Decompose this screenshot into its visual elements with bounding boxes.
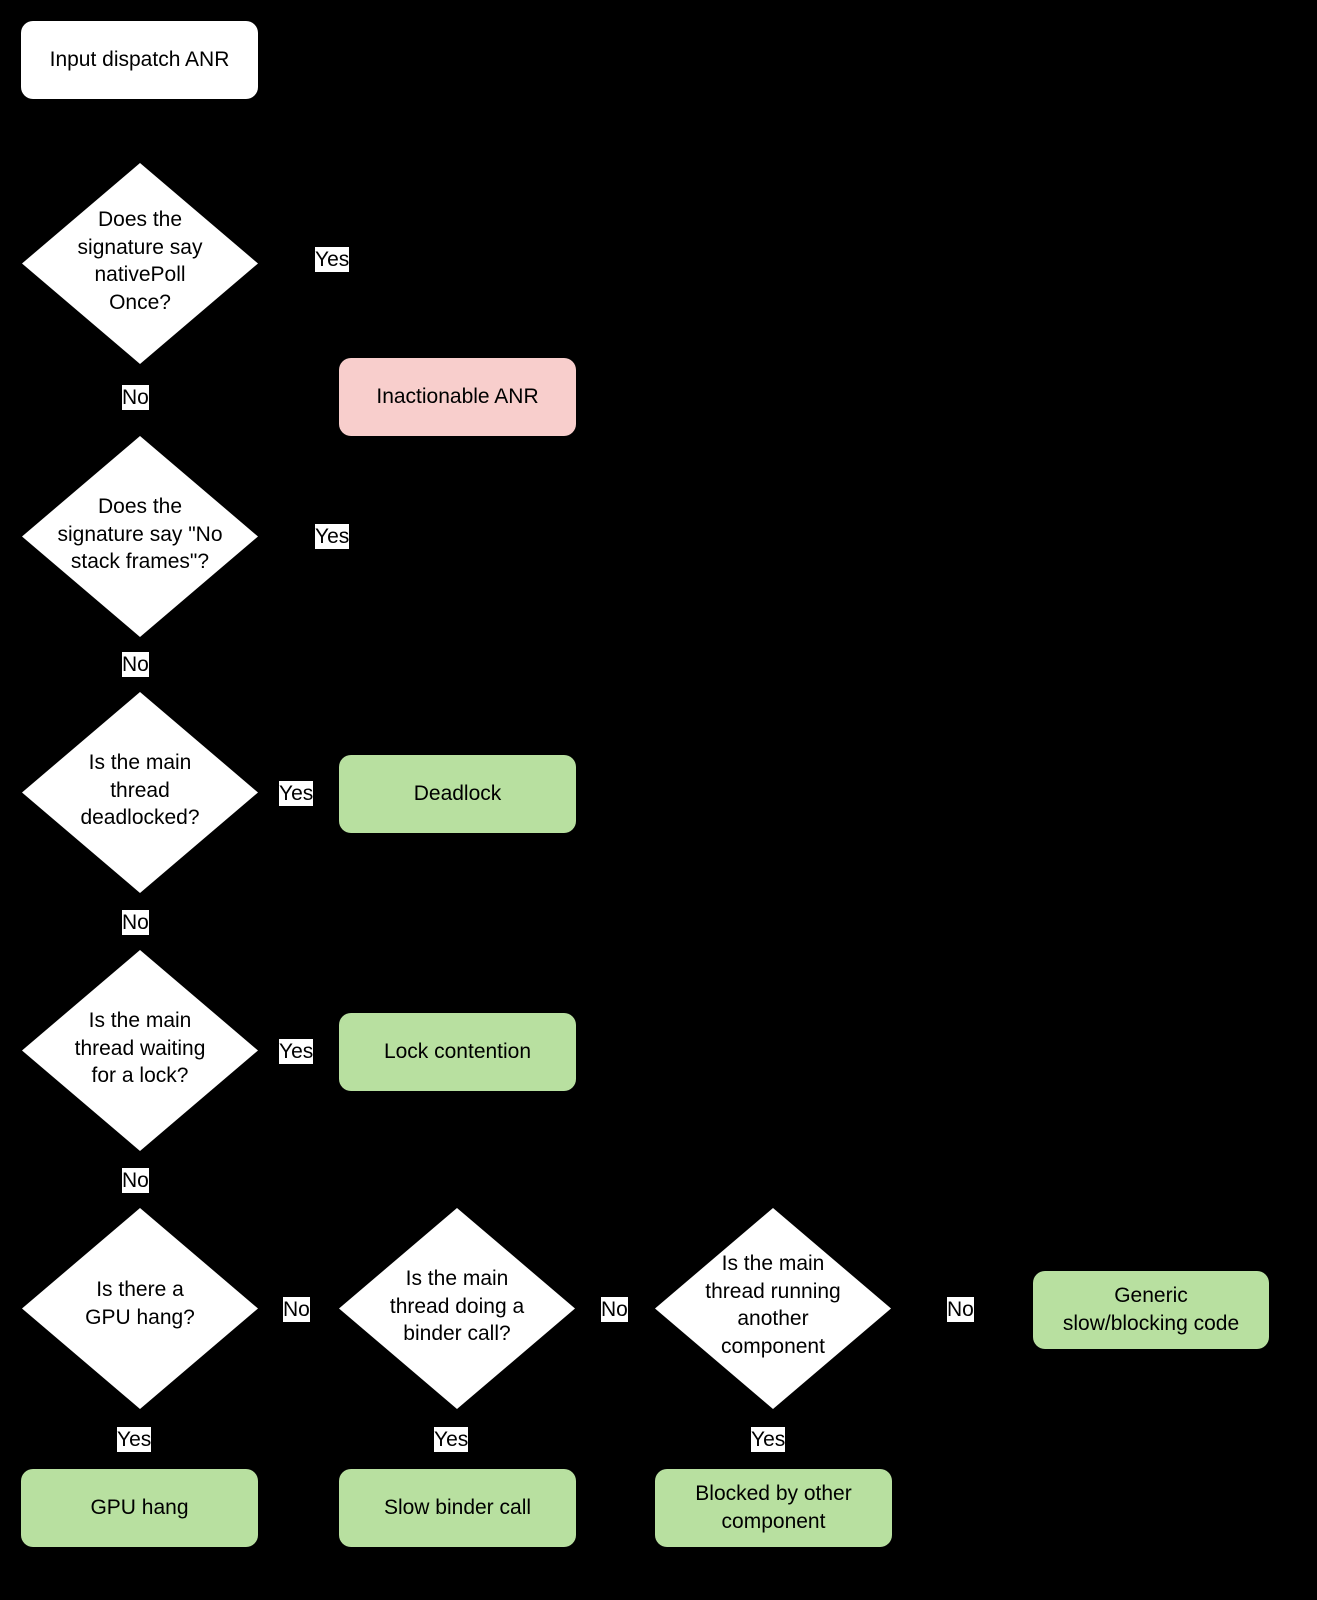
node-outcome-deadlock[interactable]: Deadlock [339, 755, 576, 833]
decision-no-stack-frames[interactable]: Does the signature say "No stack frames"… [22, 436, 258, 637]
edge-label-deadlocked-no: No [122, 910, 149, 935]
node-outcome-deadlock-label: Deadlock [413, 782, 502, 806]
node-outcome-inactionable-anr[interactable]: Inactionable ANR [339, 358, 576, 436]
node-outcome-generic-slow-blocking-code[interactable]: Generic slow/blocking code [1033, 1271, 1269, 1349]
diamond-shape [655, 1208, 891, 1409]
node-outcome-lock-contention[interactable]: Lock contention [339, 1013, 576, 1091]
edge-label-gpu-hang-yes: Yes [117, 1427, 152, 1452]
decision-gpu-hang[interactable]: Is there a GPU hang? [22, 1208, 258, 1409]
node-start[interactable]: Input dispatch ANR [21, 21, 258, 99]
edge-native-poll-yes-down [456, 262, 458, 358]
edge-start-to-native-poll [138, 99, 140, 163]
diamond-shape [22, 1208, 258, 1409]
edge-label-native-poll-yes: Yes [315, 247, 350, 272]
edge-label-native-poll-no: No [122, 385, 149, 410]
node-outcome-blocked-by-other-component-label: Blocked by other component [695, 1482, 852, 1533]
edge-label-binder-call-no: No [601, 1297, 628, 1322]
decision-native-poll-once[interactable]: Does the signature say nativePoll Once? [22, 163, 258, 364]
edge-label-no-stack-frames-no: No [122, 652, 149, 677]
node-outcome-generic-slow-blocking-code-label: Generic slow/blocking code [1062, 1284, 1240, 1335]
edge-label-waiting-lock-yes: Yes [279, 1039, 314, 1064]
decision-main-thread-waiting-lock[interactable]: Is the main thread waiting for a lock? [22, 950, 258, 1151]
node-outcome-slow-binder-call-label: Slow binder call [383, 1496, 532, 1520]
edge-label-gpu-hang-no: No [283, 1297, 310, 1322]
node-outcome-gpu-hang[interactable]: GPU hang [21, 1469, 258, 1547]
diamond-shape [22, 692, 258, 893]
node-outcome-gpu-hang-label: GPU hang [90, 1496, 189, 1520]
node-outcome-blocked-by-other-component[interactable]: Blocked by other component [655, 1469, 892, 1547]
decision-main-thread-deadlocked[interactable]: Is the main thread deadlocked? [22, 692, 258, 893]
edge-label-no-stack-frames-yes: Yes [315, 524, 350, 549]
edge-no-stack-yes [258, 536, 457, 538]
decision-running-another-component[interactable]: Is the main thread running another compo… [655, 1208, 891, 1409]
edge-label-binder-call-yes: Yes [434, 1427, 469, 1452]
node-outcome-slow-binder-call[interactable]: Slow binder call [339, 1469, 576, 1547]
edge-label-deadlocked-yes: Yes [279, 781, 314, 806]
edge-label-other-component-yes: Yes [751, 1427, 786, 1452]
diamond-shape [339, 1208, 575, 1409]
decision-binder-call[interactable]: Is the main thread doing a binder call? [339, 1208, 575, 1409]
edge-label-waiting-lock-no: No [122, 1168, 149, 1193]
diamond-shape [22, 950, 258, 1151]
node-start-label: Input dispatch ANR [49, 48, 230, 72]
edge-label-other-component-no: No [947, 1297, 974, 1322]
node-outcome-inactionable-anr-label: Inactionable ANR [376, 385, 539, 409]
node-outcome-lock-contention-label: Lock contention [383, 1040, 532, 1064]
edge-native-poll-yes [258, 262, 457, 264]
diamond-shape [22, 163, 258, 364]
diamond-shape [22, 436, 258, 637]
